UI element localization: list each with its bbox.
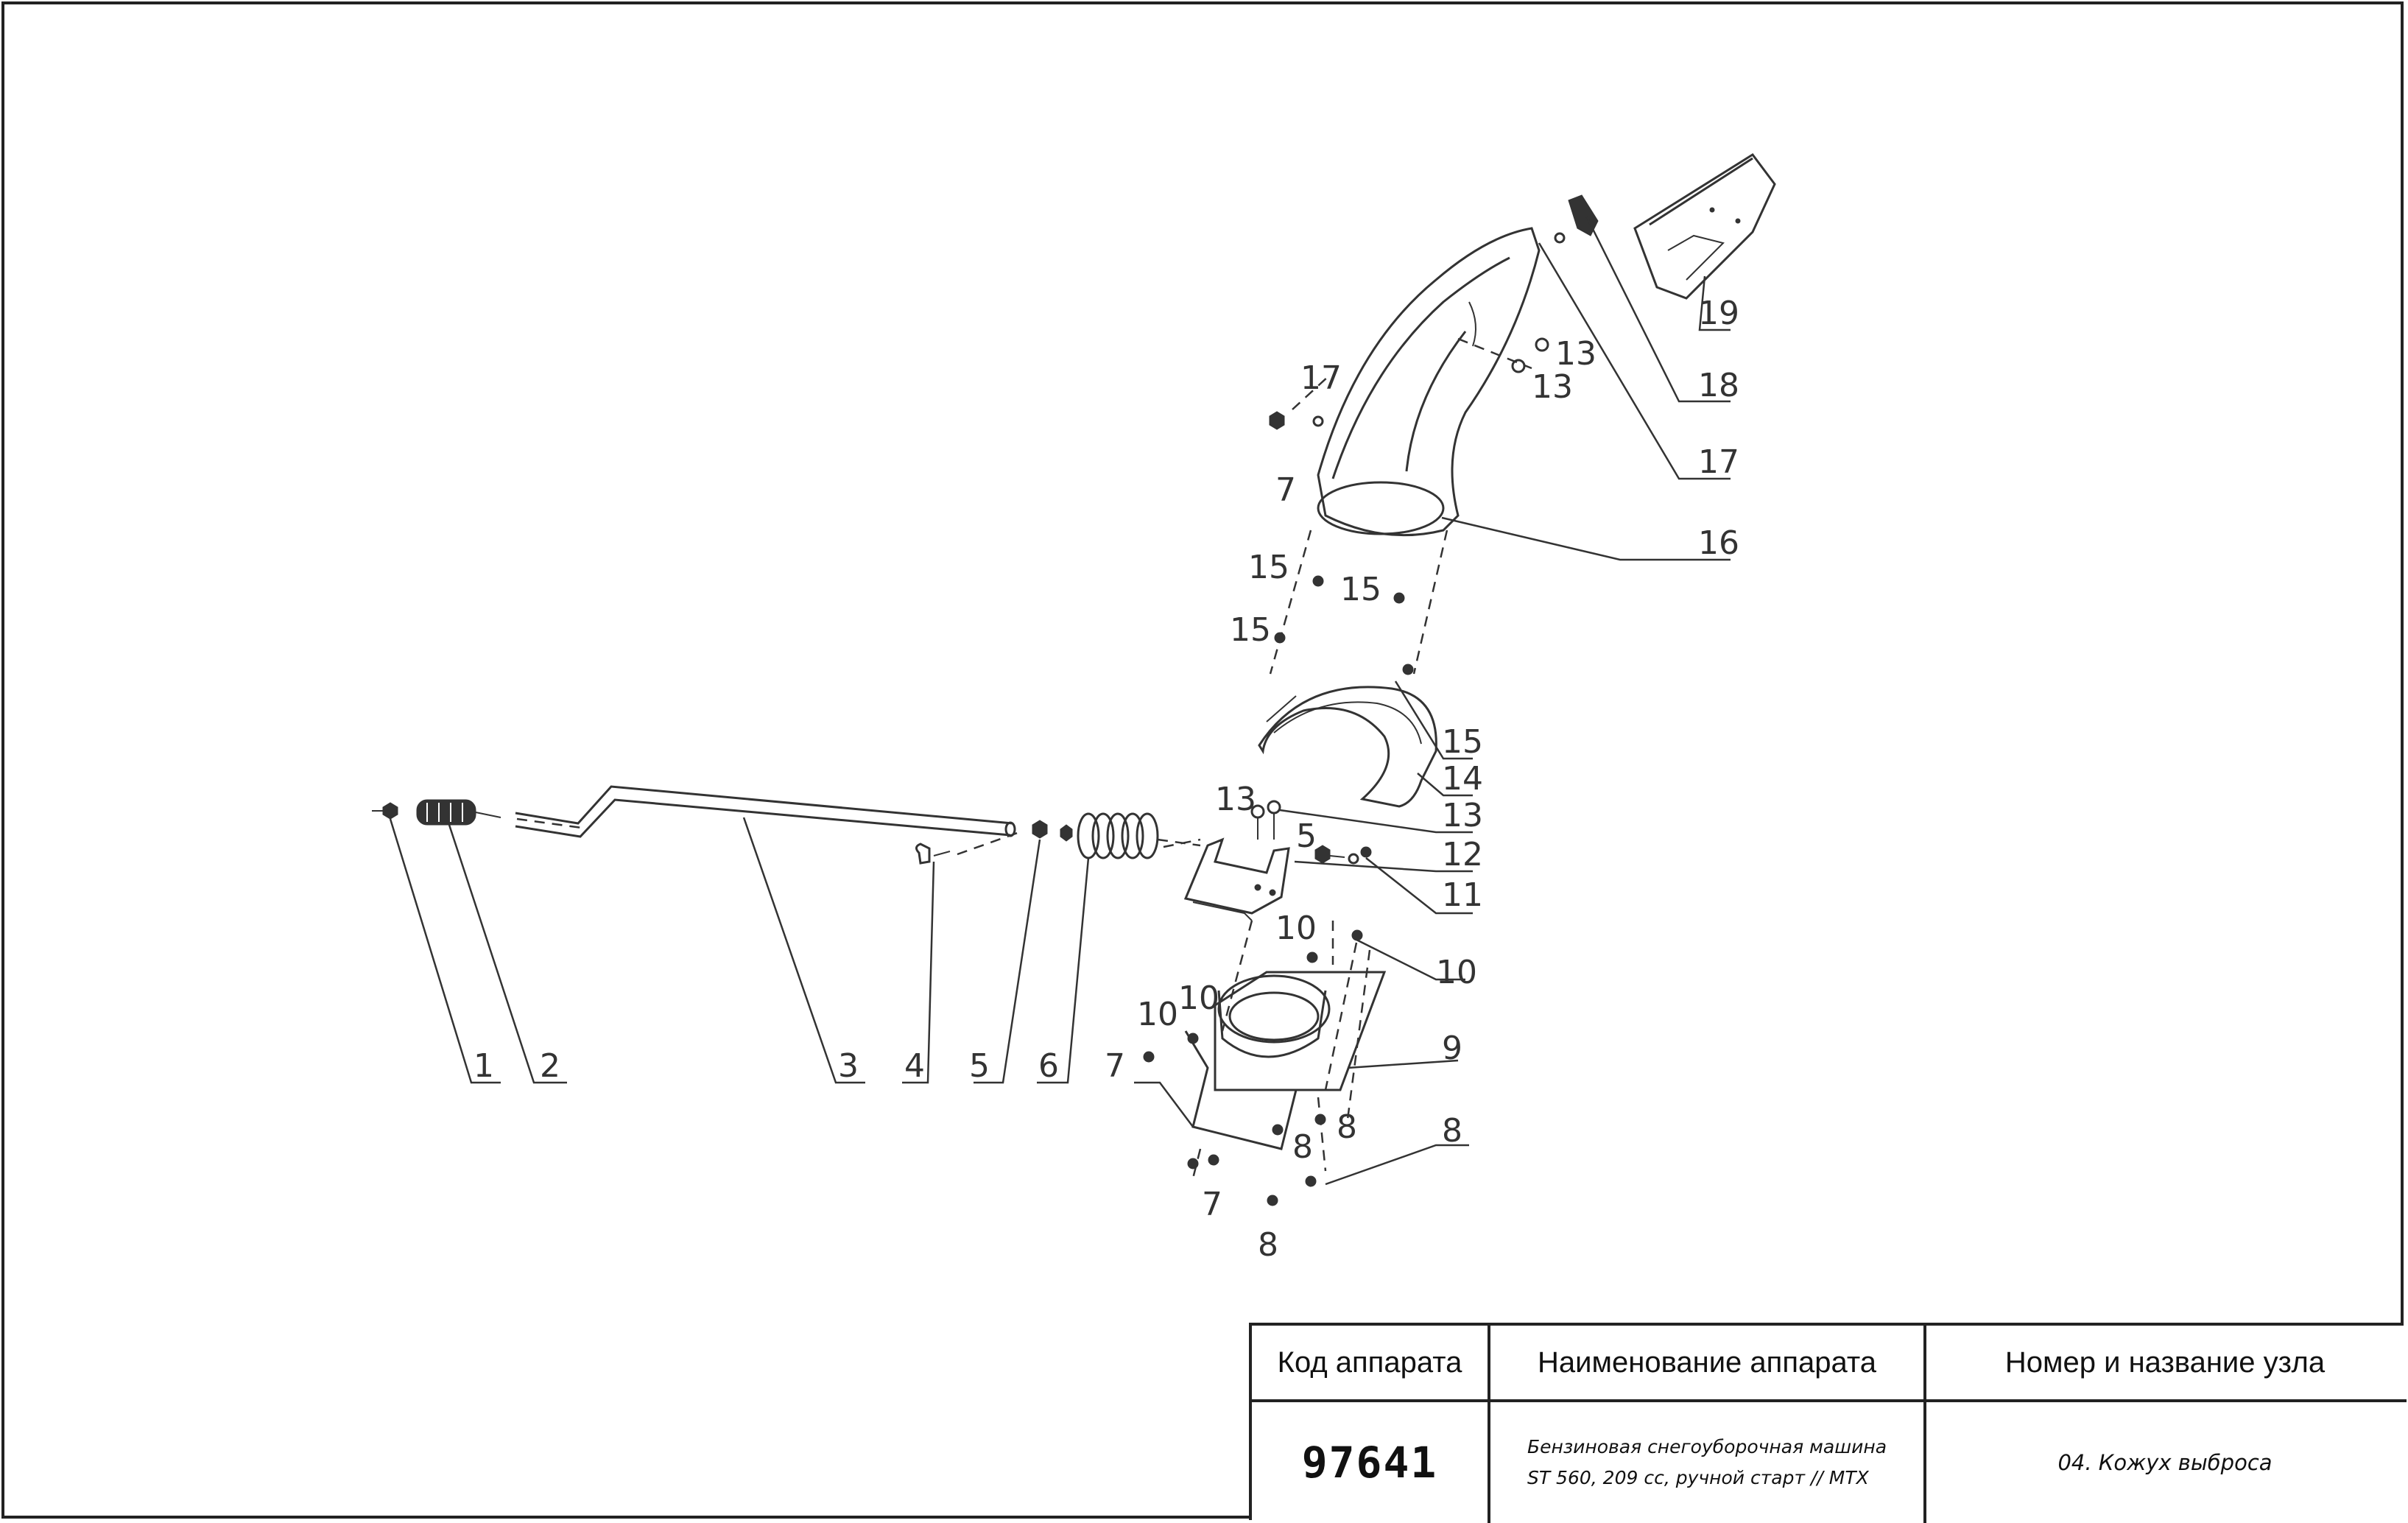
unit-code: 97641 — [1301, 1438, 1438, 1488]
callout-10a: 10 — [1436, 954, 1477, 991]
callout-9: 9 — [1442, 1030, 1462, 1067]
title-block-col-divider-2 — [1923, 1326, 1926, 1523]
callout-10b: 10 — [1275, 910, 1317, 947]
callout-15d: 15 — [1340, 571, 1381, 608]
title-block-divider — [1252, 1399, 2407, 1402]
callout-14: 14 — [1442, 760, 1483, 798]
callout-3: 3 — [838, 1047, 859, 1085]
unit-name-text: Бензиновая снегоуборочная машина ST 560,… — [1527, 1432, 1887, 1494]
title-block: Код аппарата Наименование аппарата Номер… — [1249, 1323, 2407, 1523]
leader-lines — [389, 217, 1731, 1186]
title-block-col-divider-1 — [1488, 1326, 1490, 1523]
callout-8d: 8 — [1258, 1226, 1278, 1264]
callout-10d: 10 — [1137, 996, 1178, 1033]
part-6-spring — [957, 812, 1201, 859]
part-19-deflector — [1633, 152, 1776, 300]
callout-19: 19 — [1698, 295, 1739, 332]
callout-2: 2 — [540, 1047, 560, 1085]
part-3-crank-rod — [515, 785, 1016, 838]
callout-17a: 17 — [1300, 359, 1342, 397]
callout-16: 16 — [1698, 524, 1739, 562]
callout-7c: 7 — [1275, 471, 1296, 509]
header-unit-name: Наименование аппарата — [1538, 1346, 1876, 1379]
callout-7: 7 — [1105, 1047, 1125, 1085]
callout-12: 12 — [1442, 836, 1483, 873]
callout-13b: 13 — [1215, 781, 1256, 818]
callout-15c: 15 — [1248, 549, 1289, 586]
callout-15b: 15 — [1230, 611, 1271, 649]
callout-11: 11 — [1442, 876, 1483, 914]
part-14-collar — [1258, 686, 1437, 808]
assembly-name: 04. Кожух выброса — [2057, 1450, 2273, 1475]
callout-4: 4 — [904, 1047, 925, 1085]
part-16-chute — [1317, 227, 1541, 537]
unit-name-line-2: ST 560, 209 cc, ручной старт // MTX — [1527, 1467, 1869, 1488]
callout-1: 1 — [473, 1047, 494, 1085]
part-5-nut — [1032, 820, 1359, 865]
callout-18: 18 — [1698, 367, 1739, 404]
part-11-bracket — [1183, 837, 1290, 921]
callout-8b: 8 — [1337, 1108, 1357, 1146]
callout-6: 6 — [1038, 1047, 1059, 1085]
callout-8c: 8 — [1292, 1128, 1313, 1166]
callout-13c: 13 — [1532, 368, 1573, 406]
unit-name: Бензиновая снегоуборочная машина ST 560,… — [1490, 1402, 1923, 1523]
callout-13a: 13 — [1442, 797, 1483, 834]
unit-name-line-1: Бензиновая снегоуборочная машина — [1527, 1436, 1887, 1457]
header-unit-code: Код аппарата — [1277, 1346, 1462, 1379]
part-4-clip — [915, 843, 951, 865]
callout-5: 5 — [969, 1047, 990, 1085]
callout-13d: 13 — [1555, 335, 1596, 373]
part-2-handle-grip — [416, 799, 501, 826]
callout-17b: 17 — [1698, 443, 1739, 481]
callout-7b: 7 — [1202, 1186, 1222, 1223]
part-13-screws-bracket — [1250, 800, 1281, 840]
callout-8a: 8 — [1442, 1112, 1462, 1150]
callout-15a: 15 — [1442, 723, 1483, 761]
header-assembly: Номер и название узла — [2004, 1346, 2326, 1379]
assembly-lines — [1163, 337, 1532, 1179]
callout-labels: 1 2 3 4 5 6 7 9 10 10 10 10 8 8 8 8 7 11… — [473, 295, 1739, 1264]
callout-5b: 5 — [1296, 817, 1317, 855]
callout-10c: 10 — [1178, 979, 1219, 1017]
part-1-nut — [372, 802, 398, 820]
